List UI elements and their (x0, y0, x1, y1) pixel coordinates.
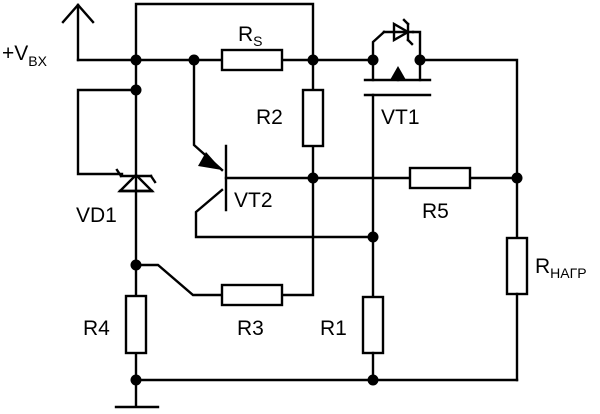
junction-dot (367, 374, 379, 386)
resistor-rload (505, 236, 529, 296)
resistor-r1 (361, 295, 385, 355)
resistor-r2 (301, 88, 325, 148)
junction-dot (414, 54, 426, 66)
junction-dot (367, 54, 379, 66)
transistor-vt2 (192, 58, 375, 239)
junction-dot (307, 54, 319, 66)
zener-diode-vd1 (76, 88, 157, 193)
junction-dot (511, 172, 523, 184)
resistor-r3 (220, 283, 284, 307)
resistor-rs (220, 48, 284, 72)
junction-dot (307, 172, 319, 184)
junction-dot (367, 231, 379, 243)
label-r1: R1 (320, 317, 347, 340)
label-rload: RНАГР (535, 255, 587, 281)
junction-dot (130, 374, 142, 386)
r3-branch-wire (134, 263, 224, 297)
mosfet-vt1 (363, 30, 432, 297)
label-r3: R3 (237, 317, 264, 340)
label-vt1: VT1 (381, 106, 420, 129)
label-r4: R4 (83, 317, 110, 340)
input-arrow (61, 3, 95, 62)
label-vt2: VT2 (234, 189, 273, 212)
junction-dot (130, 54, 142, 66)
vt1-body-diode (392, 18, 414, 46)
label-vd1: VD1 (76, 204, 117, 227)
resistor-r5 (408, 166, 472, 190)
label-rs: RS (238, 23, 263, 49)
junction-dot (130, 84, 142, 96)
label-r5: R5 (422, 200, 449, 223)
junction-dot (188, 54, 200, 66)
label-vin: +VBX (2, 42, 48, 69)
resistor-r4 (124, 294, 148, 355)
junction-dot (130, 259, 142, 271)
label-r2: R2 (256, 106, 283, 129)
